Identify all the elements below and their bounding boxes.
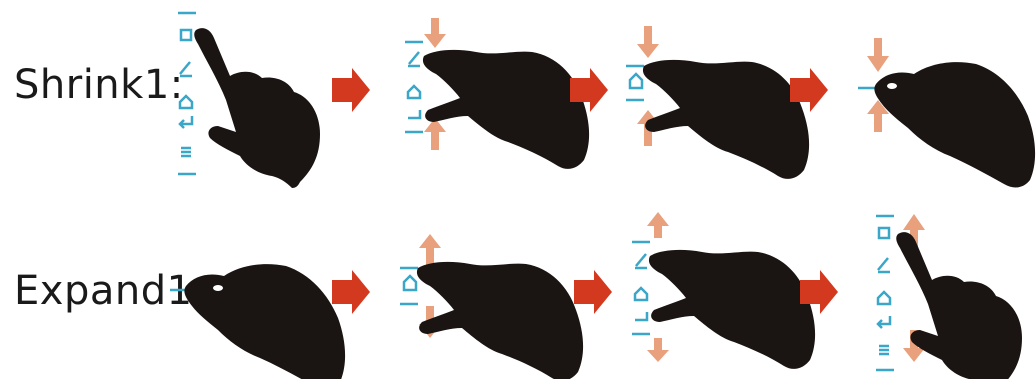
expand-step4 <box>876 214 1022 379</box>
pen-icon <box>180 62 192 76</box>
right-arrow-icon <box>332 68 370 112</box>
pointing-hand <box>194 28 320 188</box>
toolbar-small <box>626 66 644 100</box>
expand-step3 <box>632 212 815 369</box>
pinch-hand <box>874 62 1035 187</box>
home-icon <box>878 292 890 304</box>
menu-icon <box>181 148 191 156</box>
menu-icon <box>879 346 889 354</box>
back-icon <box>878 316 890 328</box>
nail-highlight <box>887 83 897 89</box>
right-arrow-icon <box>332 270 370 314</box>
pinch-arrows <box>424 18 446 150</box>
shrink-step4 <box>858 38 1035 187</box>
expand-step1 <box>170 264 345 379</box>
shrink-step1 <box>178 13 320 188</box>
pen-icon <box>878 258 890 272</box>
spread-arrows <box>647 212 669 362</box>
shrink-step2 <box>405 18 589 169</box>
toolbar-expanded <box>876 216 894 370</box>
home-icon <box>180 96 192 108</box>
pinch-hand <box>417 262 583 379</box>
edit-icon <box>879 228 889 238</box>
toolbar-small <box>400 268 418 304</box>
pinch-hand <box>643 60 809 179</box>
toolbar-partial <box>632 242 650 334</box>
pinch-hand <box>649 250 815 369</box>
edit-icon <box>181 30 191 40</box>
back-icon <box>180 116 192 128</box>
expand-step2 <box>400 234 583 379</box>
nail-highlight <box>213 285 223 291</box>
pinch-hand <box>423 50 589 169</box>
pinch-hand <box>184 264 345 379</box>
toolbar-expanded <box>178 13 196 174</box>
toolbar-partial <box>405 42 423 132</box>
right-arrow-icon <box>574 270 612 314</box>
shrink-step3 <box>626 26 809 179</box>
